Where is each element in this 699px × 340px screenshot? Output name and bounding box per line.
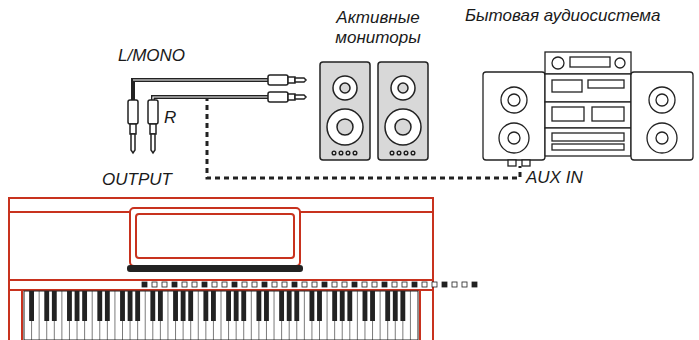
left-cable <box>133 80 272 102</box>
home-audio-system <box>483 52 693 166</box>
jack-plug <box>128 100 158 153</box>
device-label: Бытовая аудиосистема <box>463 6 662 26</box>
channel-label: R <box>162 108 178 128</box>
jack-label: OUTPUT <box>100 170 174 190</box>
jack-plug <box>268 75 306 102</box>
device-label: Активные мониторы <box>321 8 435 48</box>
digital-piano <box>9 198 433 340</box>
channel-label: L/MONO <box>116 46 187 66</box>
active-monitor <box>320 62 428 160</box>
keyboard <box>24 291 418 340</box>
input-label: AUX IN <box>524 168 585 188</box>
right-cable <box>153 97 272 102</box>
